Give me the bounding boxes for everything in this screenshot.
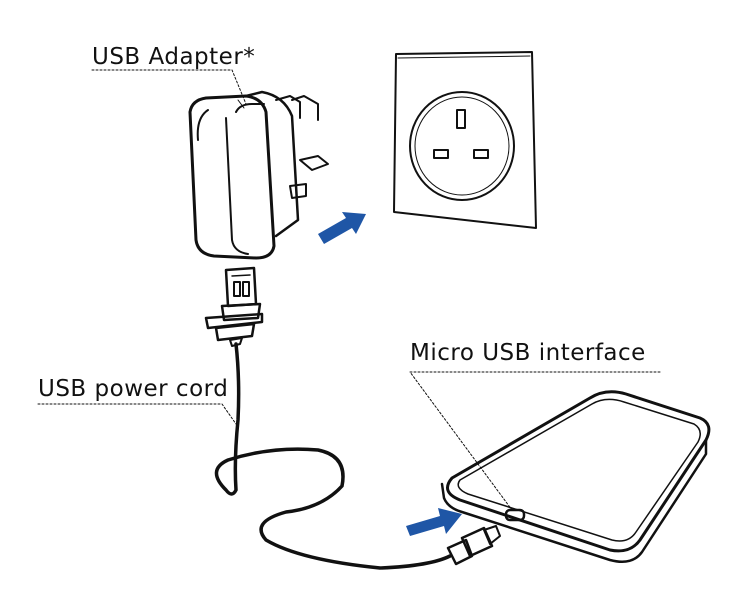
usb-adapter-label: USB Adapter*: [92, 44, 256, 70]
usb-power-cord: [214, 342, 452, 570]
micro-usb-port: [504, 508, 526, 522]
arrow-plug-to-device: [406, 508, 462, 536]
socket-earth-slot: [456, 109, 466, 129]
usb-a-plug: [204, 266, 264, 347]
micro-usb-interface-label: Micro USB interface: [410, 340, 646, 366]
adapter-leader-line: [91, 69, 247, 105]
socket-right-slot: [473, 149, 489, 159]
micro-usb-leader-line: [409, 371, 661, 511]
socket-left-slot: [433, 149, 449, 159]
power-bank: [440, 390, 711, 563]
arrow-adapter-to-socket: [318, 212, 366, 244]
wall-socket: [393, 51, 537, 229]
cord-leader-line: [37, 403, 237, 425]
usb-adapter: [188, 90, 329, 260]
micro-usb-plug: [446, 525, 501, 566]
usb-power-cord-label: USB power cord: [38, 376, 229, 402]
